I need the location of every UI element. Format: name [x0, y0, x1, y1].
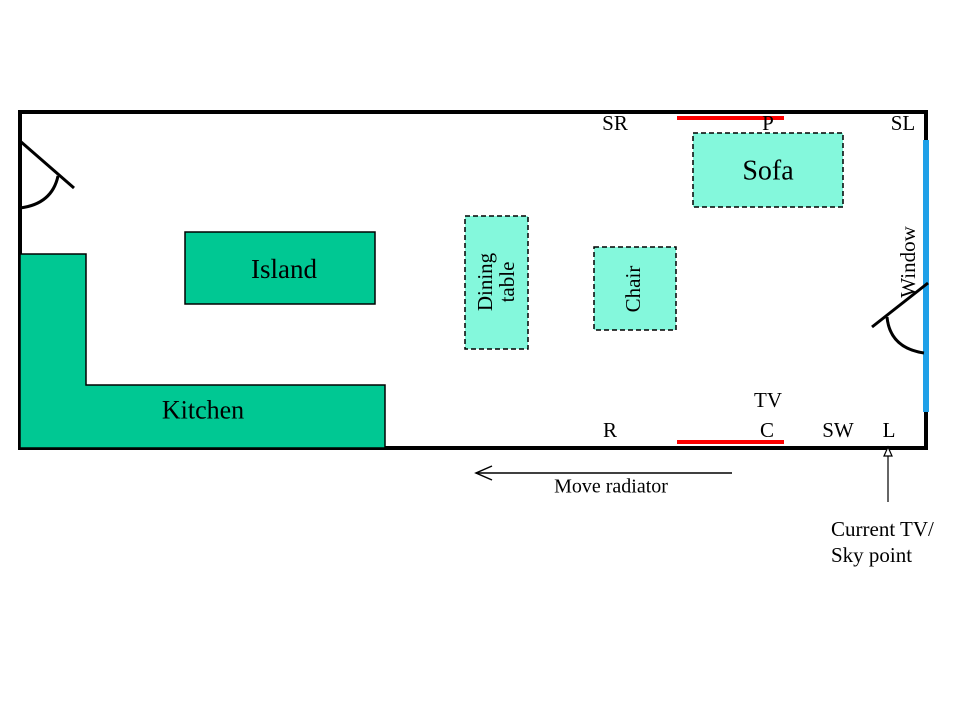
move-radiator-label: Move radiator [554, 475, 668, 498]
kitchen-label: Kitchen [161, 395, 245, 425]
door-left-leaf [19, 139, 75, 190]
move-radiator-arrow-head [474, 465, 493, 481]
dining-table-shape [464, 215, 529, 350]
door-right-leaf [871, 281, 929, 329]
current-tv-label: Current TV/ Sky point [831, 518, 934, 566]
window-label: Window [895, 226, 920, 298]
dining-table-label-line1: Dining [472, 252, 497, 312]
wall-point-p: P [762, 110, 774, 135]
island-label: Island [251, 253, 317, 284]
current-tv-label-line1: Current TV/ [831, 517, 934, 541]
dining-table-label: Dining table [472, 252, 519, 312]
wall-point-sw: SW [822, 417, 854, 442]
wall-point-c: C [759, 417, 775, 442]
island-shape [184, 231, 376, 305]
chair-label: Chair [620, 265, 645, 313]
wall-point-l: L [882, 417, 896, 442]
dining-table-label-line2: table [495, 261, 519, 303]
wall-point-sl: SL [890, 110, 916, 135]
sofa-label: Sofa [742, 155, 794, 187]
door-right-swing-arc [885, 316, 925, 355]
kitchen-counter-shape [19, 253, 386, 449]
current-tv-arrow-head [883, 445, 893, 457]
chair-shape [593, 246, 677, 331]
wall-point-tv: TV [754, 387, 782, 412]
sofa-shape [692, 132, 844, 208]
wall-point-r: R [602, 417, 618, 442]
wall-point-sr: SR [602, 110, 628, 135]
current-tv-label-line2: Sky point [831, 543, 913, 568]
door-left-swing-arc [19, 175, 60, 210]
